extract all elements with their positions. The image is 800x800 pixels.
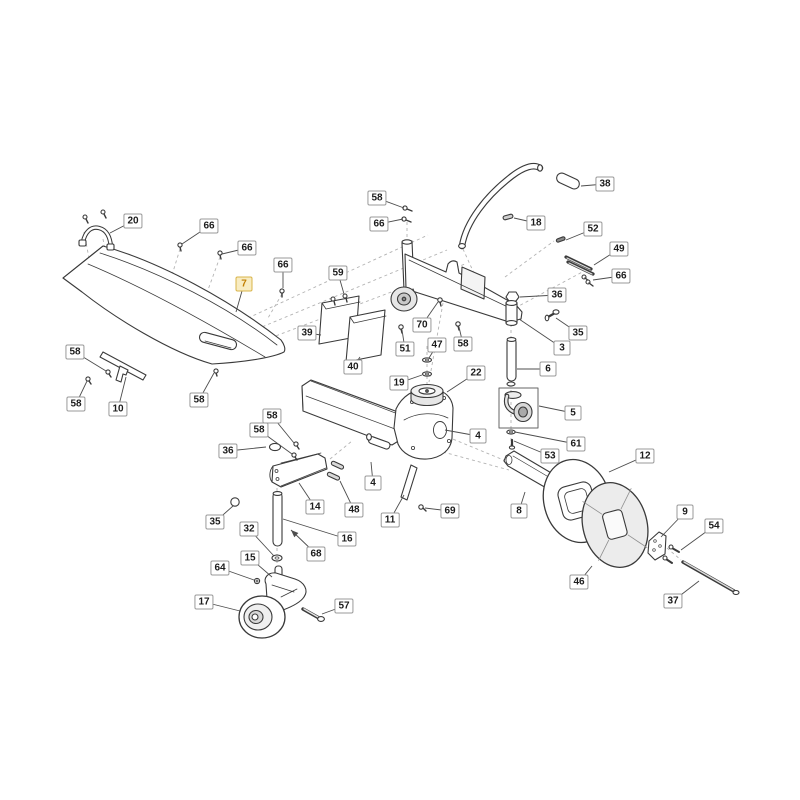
leader-arrowhead-68 — [291, 530, 299, 538]
part-wheel-17 — [238, 595, 286, 639]
callout-20[interactable]: 20 — [123, 213, 143, 229]
callout-46[interactable]: 46 — [569, 574, 589, 590]
part-washer-top-5 — [506, 381, 516, 387]
callout-58-4[interactable]: 58 — [66, 396, 86, 412]
part-handle-20 — [78, 225, 115, 251]
part-pivot-3 — [505, 300, 518, 326]
callout-8[interactable]: 8 — [510, 503, 528, 519]
callout-10[interactable]: 10 — [108, 401, 128, 417]
callout-15[interactable]: 15 — [240, 550, 260, 566]
part-frame-beam — [397, 239, 523, 323]
small-fasteners — [82, 205, 594, 512]
callout-66-3[interactable]: 66 — [273, 257, 293, 273]
callout-7[interactable]: 7 — [235, 276, 253, 292]
callout-53[interactable]: 53 — [540, 448, 560, 464]
callout-17[interactable]: 17 — [194, 594, 214, 610]
part-gearbox-housing-22 — [366, 383, 454, 460]
callout-4-2[interactable]: 4 — [364, 475, 382, 491]
callout-58-6[interactable]: 58 — [262, 408, 282, 424]
callout-47[interactable]: 47 — [427, 337, 447, 353]
callout-11[interactable]: 11 — [380, 512, 400, 528]
part-nut-64 — [253, 577, 261, 585]
part-pin-18 — [502, 213, 514, 221]
callout-12[interactable]: 12 — [635, 448, 655, 464]
part-rod-6 — [506, 337, 517, 382]
part-cap-35-left — [230, 497, 240, 507]
part-washer-47 — [421, 357, 433, 363]
part-washer-19 — [421, 371, 433, 377]
part-nut-32 — [271, 554, 283, 562]
part-bolt-53 — [508, 438, 516, 450]
callout-58[interactable]: 58 — [367, 190, 387, 206]
callout-58-7[interactable]: 58 — [249, 422, 269, 438]
callout-48[interactable]: 48 — [344, 502, 364, 518]
leader-line-16 — [282, 518, 348, 540]
callout-38[interactable]: 38 — [595, 176, 615, 192]
part-handlebar — [458, 163, 544, 250]
callout-6[interactable]: 6 — [539, 361, 557, 377]
part-rod-16 — [272, 491, 283, 547]
callout-19[interactable]: 19 — [389, 375, 409, 391]
callout-66[interactable]: 66 — [199, 218, 219, 234]
callout-68[interactable]: 68 — [306, 546, 326, 562]
part-pin-52 — [555, 236, 566, 243]
callout-70[interactable]: 70 — [412, 317, 432, 333]
callout-40[interactable]: 40 — [343, 359, 363, 375]
callout-58-3[interactable]: 58 — [65, 344, 85, 360]
callout-14[interactable]: 14 — [305, 499, 325, 515]
callout-49[interactable]: 49 — [609, 241, 629, 257]
part-pins-48 — [326, 460, 345, 481]
part-strip-10 — [99, 351, 147, 383]
callout-39[interactable]: 39 — [297, 325, 317, 341]
callout-58-5[interactable]: 58 — [189, 392, 209, 408]
callout-51[interactable]: 51 — [395, 341, 415, 357]
callout-66-2[interactable]: 66 — [237, 240, 257, 256]
callout-35-2[interactable]: 35 — [205, 514, 225, 530]
part-rods-49 — [564, 255, 595, 276]
part-bolt-35-right — [544, 309, 560, 322]
callout-54[interactable]: 54 — [704, 518, 724, 534]
callout-22[interactable]: 22 — [466, 365, 486, 381]
callout-16[interactable]: 16 — [337, 531, 357, 547]
callout-9[interactable]: 9 — [676, 504, 694, 520]
callout-61[interactable]: 61 — [566, 436, 586, 452]
callout-5[interactable]: 5 — [564, 405, 582, 421]
part-rod-11 — [400, 464, 418, 501]
part-caster-5-box — [498, 387, 539, 429]
callout-52[interactable]: 52 — [583, 221, 603, 237]
callout-3[interactable]: 3 — [553, 340, 571, 356]
callout-64[interactable]: 64 — [210, 560, 230, 576]
callout-35[interactable]: 35 — [568, 325, 588, 341]
callout-36-2[interactable]: 36 — [218, 443, 238, 459]
part-cap-36-left — [268, 442, 282, 452]
callout-36[interactable]: 36 — [547, 287, 567, 303]
part-disc-46 — [581, 481, 649, 569]
part-plate-40 — [345, 309, 387, 363]
part-grip-38 — [556, 172, 580, 190]
part-bolt-57 — [301, 607, 325, 622]
callout-32[interactable]: 32 — [239, 521, 259, 537]
part-arm-14 — [269, 452, 328, 488]
callout-69[interactable]: 69 — [440, 503, 460, 519]
part-cover-7 — [62, 245, 286, 365]
callout-37[interactable]: 37 — [663, 593, 683, 609]
callout-57[interactable]: 57 — [334, 598, 354, 614]
callout-66-5[interactable]: 66 — [611, 268, 631, 284]
leader-line-61 — [514, 431, 577, 445]
callout-18[interactable]: 18 — [526, 215, 546, 231]
callout-66-4[interactable]: 66 — [369, 216, 389, 232]
part-bolts-54 — [662, 544, 680, 564]
part-plate-9 — [647, 531, 667, 561]
callout-4[interactable]: 4 — [469, 428, 487, 444]
callout-59[interactable]: 59 — [328, 265, 348, 281]
part-caster-wheel-front — [390, 286, 418, 312]
callout-58-2[interactable]: 58 — [453, 336, 473, 352]
part-rod-37 — [681, 560, 740, 596]
